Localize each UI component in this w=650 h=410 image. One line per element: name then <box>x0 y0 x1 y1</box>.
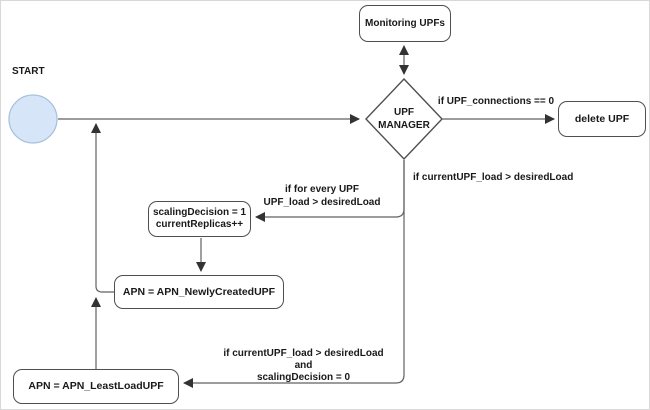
edge-label-least-load-line3: scalingDecision = 0 <box>256 372 351 383</box>
edge-manager-to-least-load <box>183 160 405 388</box>
edge-label-least-load-line1: if currentUPF_load > desiredLoad <box>223 348 384 359</box>
monitoring-upfs-node: Monitoring UPFs <box>359 5 451 42</box>
edge-label-for-every-upf-line1: if for every UPF <box>285 184 359 195</box>
upf-manager-decision-node <box>365 77 443 161</box>
start-label: START <box>12 66 45 77</box>
delete-upf-label: delete UPF <box>574 112 630 125</box>
start-node <box>8 94 58 144</box>
edge-label-least-load-condition: if currentUPF_load > desiredLoad and sca… <box>211 348 396 384</box>
scaling-decision-line2: currentReplicas++ <box>155 219 244 230</box>
edge-newly-created-return <box>91 123 114 293</box>
scaling-decision-node: scalingDecision = 1 currentReplicas++ <box>148 201 251 237</box>
edge-label-least-load-line2: and <box>294 360 313 371</box>
monitoring-upfs-label: Monitoring UPFs <box>365 18 445 29</box>
apn-newly-created-node: APN = APN_NewlyCreatedUPF <box>114 275 284 309</box>
edge-label-for-every-upf-line2: UPF_load > desiredLoad <box>263 197 381 208</box>
scaling-decision-line1: scalingDecision = 1 <box>152 206 247 218</box>
apn-newly-created-label: APN = APN_NewlyCreatedUPF <box>122 285 276 298</box>
apn-least-load-label: APN = APN_LeastLoadUPF <box>28 380 164 392</box>
delete-upf-node: delete UPF <box>558 101 646 137</box>
upf-manager-label: UPF MANAGER <box>378 107 430 131</box>
edge-label-current-load: if currentUPF_load > desiredLoad <box>413 172 574 183</box>
apn-least-load-node: APN = APN_LeastLoadUPF <box>13 369 179 404</box>
edge-label-for-every-upf: if for every UPF UPF_load > desiredLoad <box>253 183 391 209</box>
edge-label-upf-connections: if UPF_connections == 0 <box>437 96 555 107</box>
